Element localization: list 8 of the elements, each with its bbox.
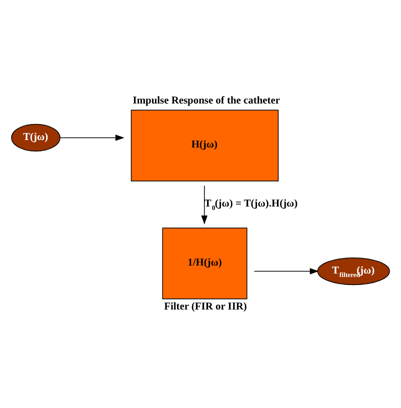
node-label: Filter (FIR or IIR) — [164, 300, 247, 312]
arrow — [60, 134, 124, 140]
node-ellipse: T$_{filtered}$(jω) — [317, 256, 390, 285]
node-ellipse: T(jω) — [11, 123, 60, 152]
arrow — [201, 184, 208, 224]
arrow — [254, 268, 319, 274]
node-label: Impulse Response of the catheter — [132, 95, 280, 106]
edge-label: T$_{0}$(jω) = T(jω).H(jω) — [204, 198, 298, 212]
